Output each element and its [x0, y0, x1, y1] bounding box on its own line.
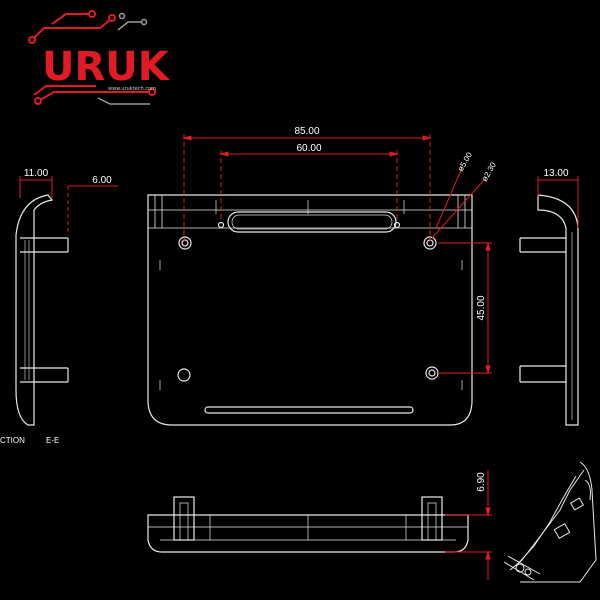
logo-url: www.uruktech.com	[108, 86, 156, 92]
dim-side-6: 6.00	[92, 175, 112, 186]
right-side-view	[519, 194, 579, 426]
front-dimensions	[182, 134, 492, 375]
uruk-logo: URUK www.uruktech.com	[28, 10, 171, 105]
bottom-dimensions	[445, 470, 492, 580]
dim-dia-5: ø5.00	[456, 150, 474, 173]
left-dimensions	[19, 176, 118, 236]
front-outline	[147, 194, 473, 426]
dim-height-45: 45.00	[476, 295, 487, 320]
dim-dia-2-3: ø2.30	[480, 160, 498, 183]
top-slot	[227, 211, 397, 233]
mount-hole-tl	[178, 236, 192, 250]
section-id-label: E-E	[46, 436, 59, 445]
dim-height-6-9: 6.90	[476, 472, 487, 492]
circuit-icon	[28, 10, 156, 105]
mount-hole-bl	[177, 368, 191, 382]
mount-hole-br	[425, 366, 439, 380]
logo-text: URUK	[42, 44, 171, 90]
dim-side-13: 13.00	[543, 168, 568, 179]
dim-side-11: 11.00	[24, 168, 49, 179]
front-view	[147, 194, 473, 426]
dim-width-85: 85.00	[294, 126, 319, 137]
right-dimensions	[537, 176, 579, 228]
left-section-view	[15, 194, 69, 426]
mount-hole-tr	[423, 236, 437, 250]
section-label: CTION	[0, 436, 25, 445]
bottom-view	[147, 496, 469, 553]
isometric-detail	[503, 461, 597, 583]
dim-width-60: 60.00	[296, 143, 321, 154]
bottom-slot	[204, 406, 414, 414]
